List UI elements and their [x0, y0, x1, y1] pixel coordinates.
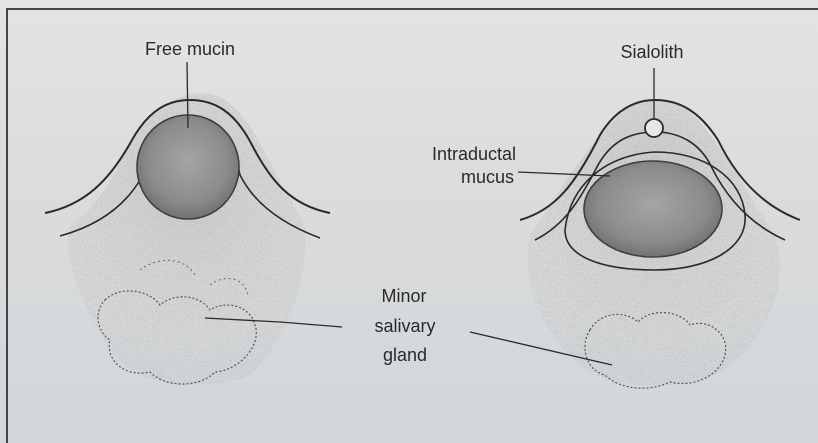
label-minor-gland-line3: gland	[383, 345, 427, 365]
label-minor-gland-line1: Minor	[381, 286, 426, 306]
label-minor-gland-line2: salivary	[374, 316, 435, 336]
label-intraductal-line2: mucus	[461, 167, 514, 187]
label-sialolith: Sialolith	[620, 42, 683, 62]
label-intraductal-line1: Intraductal	[432, 144, 516, 164]
left-panel	[45, 94, 330, 386]
free-mucin-grain	[137, 115, 239, 219]
label-free-mucin: Free mucin	[145, 39, 235, 59]
right-panel	[520, 99, 800, 388]
sialolith-stone	[645, 119, 663, 137]
